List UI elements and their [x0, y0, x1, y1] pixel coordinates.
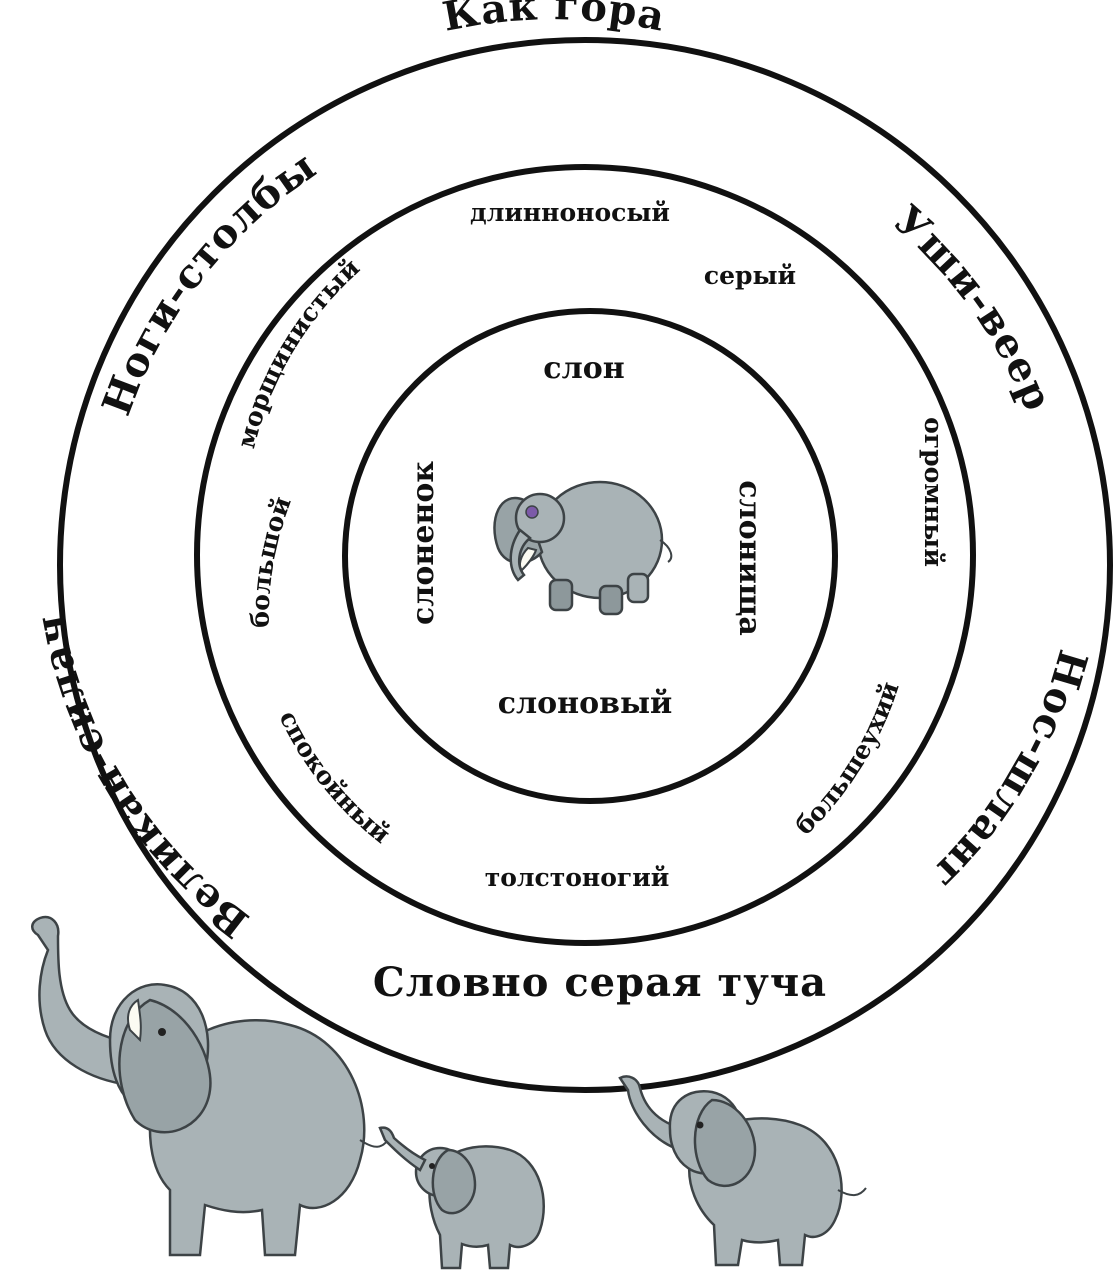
middle-label-top: длинноносый — [470, 198, 670, 227]
outer-label-top-left: Ноги-столбы — [93, 142, 325, 421]
inner-ring — [342, 308, 838, 804]
outer-label-bottom: Словно серая туча — [373, 959, 827, 1006]
elephant-right-icon — [618, 1075, 867, 1267]
middle-label-bottom: толстоногий — [485, 863, 670, 892]
elephant-mother-icon — [31, 915, 389, 1257]
outer-label-top: Как гора — [439, 0, 669, 41]
inner-label-left: слоненок — [406, 461, 441, 625]
inner-label-right: слонища — [732, 480, 767, 636]
inner-label-bottom: слоновый — [498, 686, 673, 721]
outer-label-bottom-left: Великан-силач — [26, 610, 257, 947]
elephant-icon — [493, 480, 673, 616]
outer-ring — [57, 37, 1113, 1093]
middle-ring — [194, 164, 976, 946]
middle-label-left-lower: большой — [246, 493, 297, 628]
middle-label-bottom-left: спокойный — [274, 706, 396, 849]
middle-label-right: огромный — [919, 417, 948, 567]
inner-label-top: слон — [543, 351, 624, 386]
middle-label-bottom-right: большеухий — [789, 678, 904, 840]
elephant-calf-icon — [378, 1126, 545, 1270]
outer-label-top-right: Уши-веер — [885, 196, 1062, 418]
middle-label-top-right: серый — [704, 261, 796, 290]
